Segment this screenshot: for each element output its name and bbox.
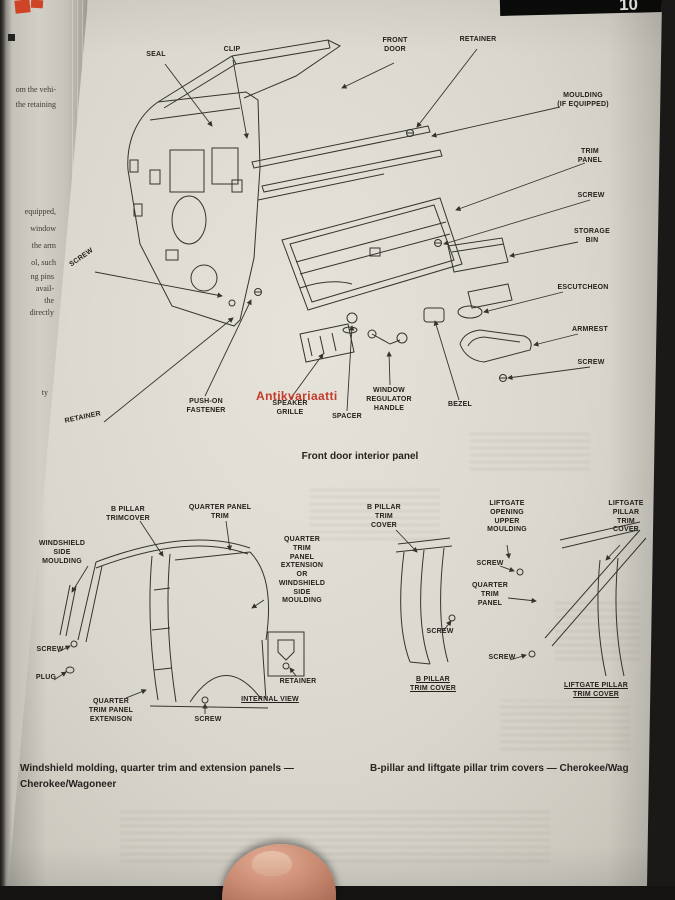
caption-quarter-trim-line1: Windshield molding, quarter trim and ext… — [20, 763, 294, 774]
label-quarter-panel-trim: QUARTER PANEL TRIM — [188, 504, 252, 520]
caption-front-door-panel: Front door interior panel — [301, 451, 419, 462]
left-page-fragment: ty — [41, 388, 48, 397]
label-liftgate-opening-upper-moulding: LIFTGATE OPENING UPPER MOULDING — [487, 500, 527, 534]
watermark-text: Antikvariaatti — [256, 389, 338, 403]
label-screw: SCREW — [36, 646, 64, 653]
label-b-pillar-trim-cover: B PILLAR TRIM COVER — [367, 504, 401, 529]
label-quarter-trim-panel: QUARTER TRIM PANEL — [471, 582, 508, 607]
label-screw: SCREW — [476, 560, 504, 567]
label-spacer: SPACER — [332, 413, 362, 420]
left-page-fragment: avail- — [35, 284, 54, 293]
label-retainer: RETAINER — [279, 678, 317, 685]
label-escutcheon: ESCUTCHEON — [557, 284, 609, 291]
fingernail — [252, 851, 292, 876]
left-page-fragment: the retaining — [15, 100, 56, 109]
label-bezel: BEZEL — [448, 401, 472, 408]
label-screw: SCREW — [426, 628, 454, 635]
left-page-fragment: ng pins — [30, 272, 54, 281]
label-quarter-trim-panel-extension: QUARTER TRIM PANEL EXTENISON — [88, 698, 134, 723]
quarter-trim-drawing — [54, 521, 304, 714]
label-plug: PLUG — [35, 674, 57, 681]
label-window-regulator-handle: WINDOW REGULATOR HANDLE — [366, 387, 412, 412]
pillar-covers-drawing — [396, 522, 646, 676]
leader-lines-d1 — [95, 49, 590, 422]
leader-lines-d2 — [54, 521, 296, 714]
label-liftgate-pillar-trim-cover-ref: LIFTGATE PILLAR TRIM COVER — [564, 682, 628, 698]
left-page-mark — [8, 34, 15, 41]
label-seal: SEAL — [146, 51, 166, 58]
front-door-drawing — [95, 40, 590, 422]
label-liftgate-pillar-trim-cover: LIFTGATE PILLAR TRIM COVER — [608, 500, 644, 534]
label-windshield-side-moulding: WINDSHIELD SIDE MOULDING — [38, 540, 86, 565]
label-moulding: MOULDING (IF EQUIPPED) — [557, 92, 609, 108]
label-armrest: ARMREST — [571, 326, 608, 333]
label-speaker-grille: SPEAKER GRILLE — [272, 400, 308, 416]
label-b-pillar-trim-cover-ref: B PILLAR TRIM COVER — [410, 676, 456, 692]
label-trim-panel: TRIM PANEL — [577, 148, 603, 164]
label-screw: SCREW — [488, 654, 516, 661]
label-clip: CLIP — [223, 46, 241, 53]
left-page-fragment: ol, such — [31, 258, 56, 267]
caption-quarter-trim-line2: Cherokee/Wagoneer — [20, 779, 117, 790]
label-screw: SCREW — [577, 192, 605, 199]
left-page-fragment: the arm — [31, 241, 56, 250]
red-bookmark-tab-2 — [30, 0, 44, 9]
left-page-fragment: the — [44, 296, 54, 305]
label-b-pillar-trimcover: B PILLAR TRIMCOVER — [106, 506, 150, 522]
left-page-fragment: equipped, — [24, 207, 56, 216]
label-internal-view: INTERNAL VIEW — [241, 696, 299, 703]
table-surface — [0, 886, 675, 900]
left-page-fragment: window — [30, 224, 56, 233]
label-retainer-top: RETAINER — [459, 36, 497, 43]
screw-glyphs — [229, 130, 507, 382]
left-page-fragment: directly — [29, 308, 54, 317]
label-screw: SCREW — [577, 359, 605, 366]
label-screw: SCREW — [194, 716, 222, 723]
leader-lines-d3 — [396, 530, 620, 660]
left-page-fragment: om the vehi- — [15, 85, 56, 94]
label-push-on-fastener: PUSH-ON FASTENER — [186, 398, 226, 414]
label-quarter-trim-panel-extension-or: QUARTER TRIM PANEL EXTENSION OR WINDSHIE… — [278, 536, 326, 605]
red-bookmark-tab — [14, 0, 31, 14]
label-front-door: FRONT DOOR — [382, 37, 408, 53]
label-storage-bin: STORAGE BIN — [574, 228, 610, 244]
caption-pillar-covers: B-pillar and liftgate pillar trim covers… — [370, 763, 629, 774]
